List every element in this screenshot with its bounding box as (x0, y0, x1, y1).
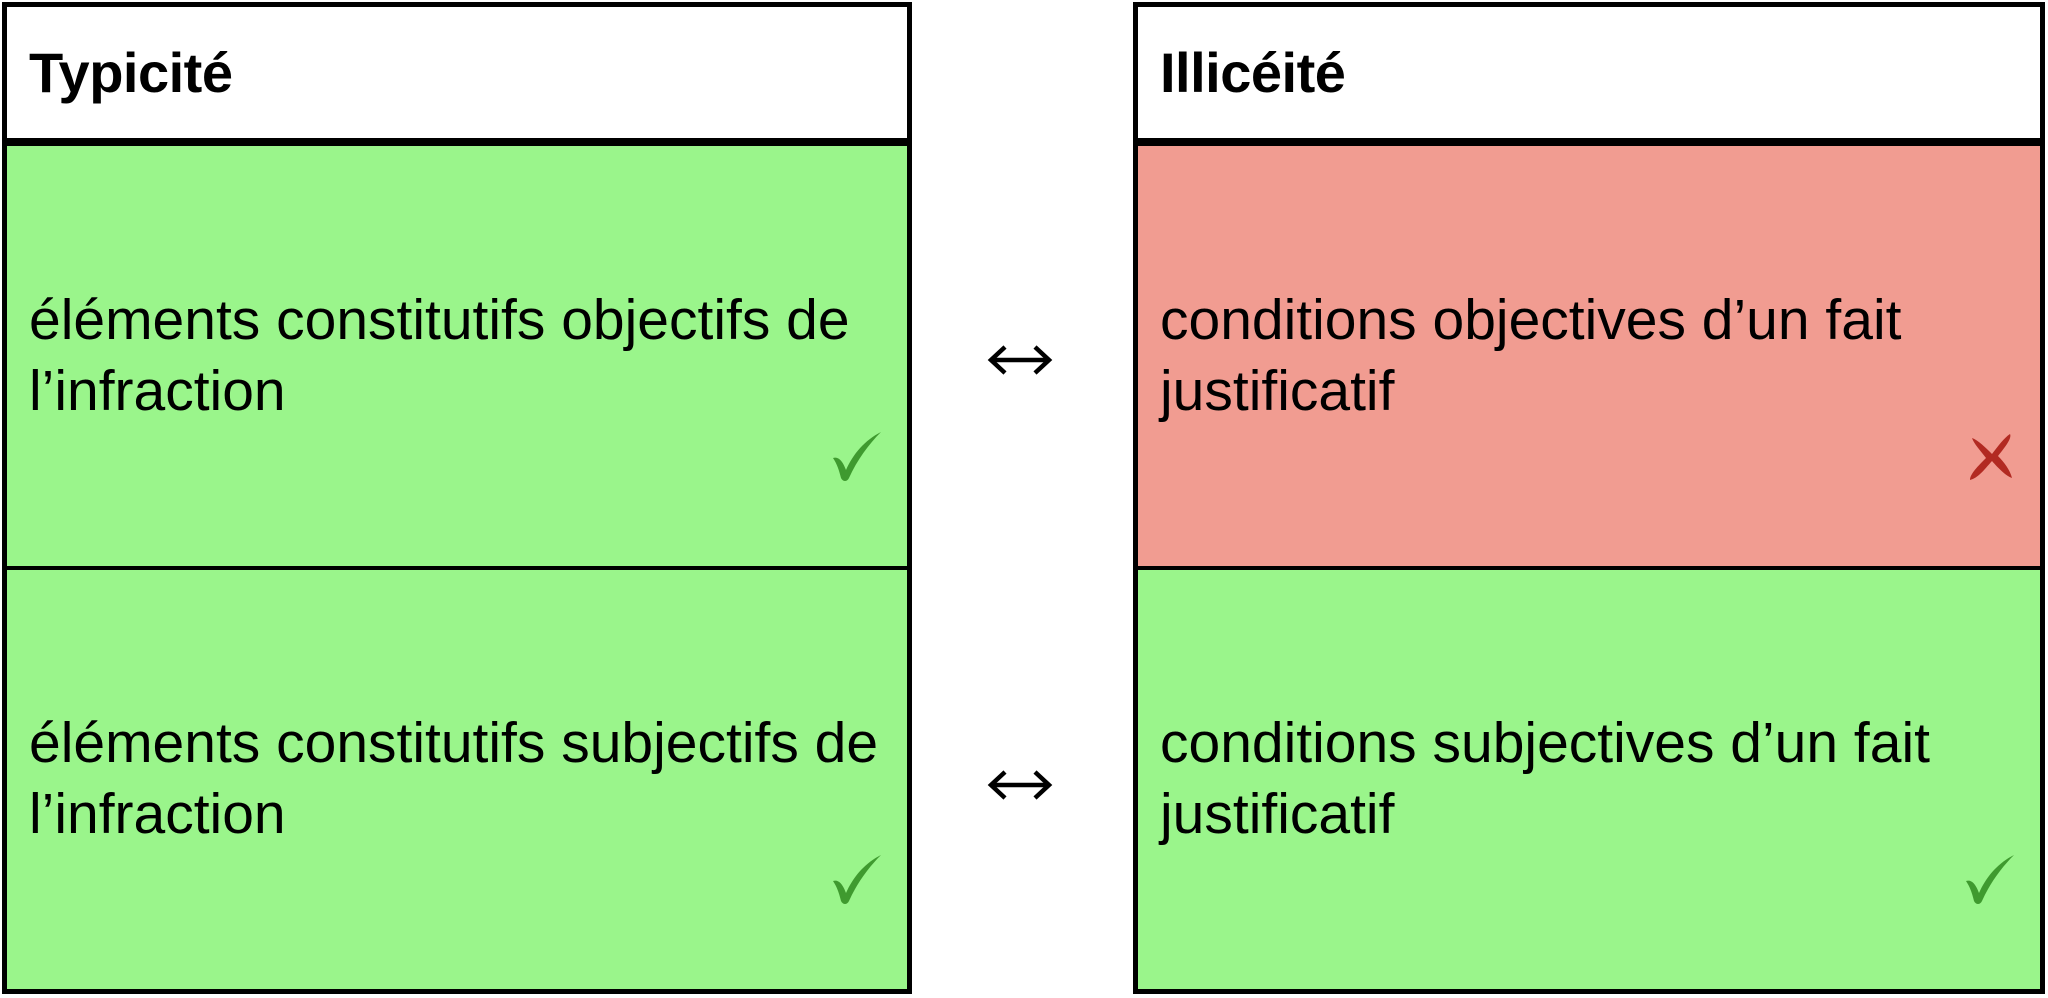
illiceite-objective-text: conditions objectives d’un fait justific… (1160, 287, 1902, 423)
check-icon (1966, 855, 2014, 904)
typicite-subjective-text: éléments constitutifs subjectifs de l’in… (29, 711, 879, 847)
double-arrow-icon (987, 770, 1053, 800)
typicite-subjective-cell: éléments constitutifs subjectifs de l’in… (7, 569, 907, 989)
illiceite-header: Illicéité (1138, 7, 2040, 146)
illiceite-objective-cell: conditions objectives d’un fait justific… (1138, 146, 2040, 570)
typicite-table: Typicité éléments constitutifs objectifs… (2, 2, 912, 994)
double-arrow-icon (987, 345, 1053, 375)
typicite-header: Typicité (7, 7, 907, 146)
typicite-objective-text: éléments constitutifs objectifs de l’inf… (29, 287, 850, 423)
check-icon (833, 855, 881, 904)
cross-icon (1970, 433, 2012, 480)
illiceite-subjective-text: conditions subjectives d’un fait justifi… (1160, 711, 1930, 847)
illiceite-subjective-cell: conditions subjectives d’un fait justifi… (1138, 569, 2040, 989)
check-icon (833, 431, 881, 481)
typicite-objective-cell: éléments constitutifs objectifs de l’inf… (7, 146, 907, 570)
illiceite-table: Illicéité conditions objectives d’un fai… (1133, 2, 2045, 994)
